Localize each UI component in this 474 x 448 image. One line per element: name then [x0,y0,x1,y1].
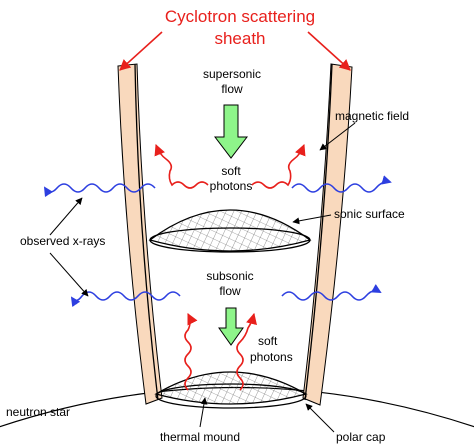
xray-lower-left [70,291,181,308]
soft-photon-upper-left [154,143,209,189]
thermal-mound-pointer [199,397,208,428]
magnetic-field-pointer [319,122,356,151]
sheath-pointer-right [307,31,351,71]
sheath-pointer-left [119,31,163,71]
xray-lower-right [281,284,382,301]
polar-cap-label: polar cap [336,430,386,444]
sonic-surface-label: sonic surface [334,207,405,221]
soft-photon-lower-left [184,312,198,391]
soft-photons-bottom-line1: soft [258,334,278,348]
sheath-title-line2: sheath [214,29,265,48]
soft-photons-bottom-line2: photons [250,350,293,364]
soft-photon-upper-right [251,143,306,189]
column-wall-right [304,63,333,401]
magnetic-field-label: magnetic field [335,109,409,123]
sonic-surface-pointer [292,214,332,225]
subsonic-label-line2: flow [219,284,241,298]
subsonic-label-line1: subsonic [206,269,253,283]
observed-xrays-pointer-down [49,252,89,297]
xray-upper-left [43,183,156,198]
subsonic-flow-arrow [218,307,244,346]
soft-photons-top-line1: soft [221,164,241,178]
xray-upper-right [291,175,392,193]
sonic-surface-rim [149,227,311,253]
neutron-star-label: neutron star [6,405,70,419]
supersonic-label-line1: supersonic [203,67,261,81]
sheath-right [302,63,353,406]
sonic-surface-dome [148,209,312,252]
thermal-mound-label: thermal mound [160,430,240,444]
sheath-title-line1: Cyclotron scattering [165,7,315,26]
polar-cap-pointer [305,403,335,433]
soft-photon-lower-right [236,312,257,391]
supersonic-flow-arrow [213,104,249,159]
column-wall-left [134,63,159,401]
polar-cap-rim [155,383,307,409]
observed-xrays-pointer-up [49,197,83,236]
sheath-left [117,63,163,405]
soft-photons-top-line2: photons [210,179,253,193]
observed-xrays-label: observed x-rays [20,234,105,248]
supersonic-label-line2: flow [221,82,243,96]
